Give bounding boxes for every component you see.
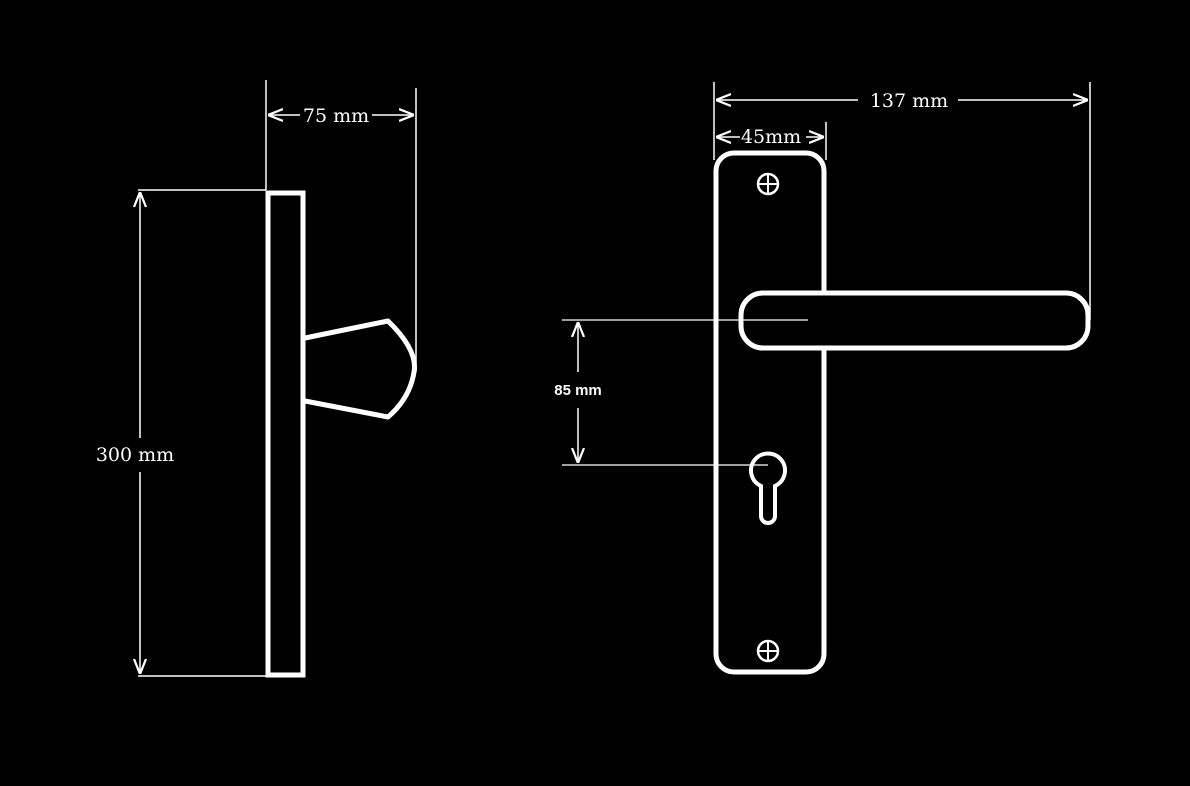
total-width-label: 137 mm xyxy=(870,90,948,112)
backplate-front xyxy=(713,150,827,675)
lever-side xyxy=(304,318,417,420)
keyhole-icon xyxy=(749,451,787,525)
depth-label: 75 mm xyxy=(303,105,369,127)
height-label: 300 mm xyxy=(96,444,174,466)
backplate-side xyxy=(265,190,306,678)
side-view: 300 mm 75 mm xyxy=(96,80,417,678)
plate-width-label: 45mm xyxy=(741,126,801,148)
screw-top-icon xyxy=(756,172,780,196)
screw-bottom-icon xyxy=(756,639,780,663)
front-view: 137 mm 45mm 85 mm xyxy=(554,82,1091,675)
center-distance-label: 85 mm xyxy=(554,382,602,399)
